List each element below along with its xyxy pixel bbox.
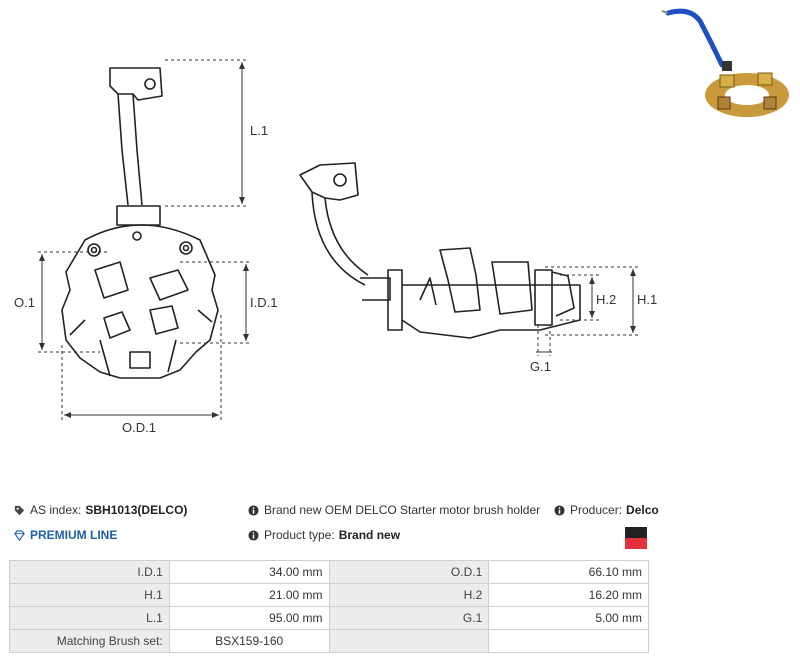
as-index: AS index: SBH1013(DELCO) bbox=[14, 503, 187, 517]
specs-table: I.D.1 34.00 mm O.D.1 66.10 mm H.1 21.00 … bbox=[9, 560, 649, 653]
spec-key: O.D.1 bbox=[328, 560, 490, 584]
producer-flag-icon bbox=[625, 527, 647, 549]
product-info: AS index: SBH1013(DELCO) PREMIUM LINE Br… bbox=[14, 503, 659, 553]
info-icon bbox=[248, 529, 259, 541]
table-row: Matching Brush set: BSX159-160 bbox=[9, 629, 649, 653]
spec-value: 66.10 mm bbox=[488, 560, 649, 584]
spec-value: 95.00 mm bbox=[168, 606, 330, 630]
label-o1: O.1 bbox=[14, 295, 35, 310]
spec-key: H.1 bbox=[9, 583, 170, 607]
side-view bbox=[299, 162, 581, 339]
technical-drawing: L.1 O.1 I.D.1 O.D.1 H.2 H.1 G.1 bbox=[14, 59, 657, 435]
spec-value: 16.20 mm bbox=[488, 583, 649, 607]
spec-value: 21.00 mm bbox=[168, 583, 330, 607]
product-type: Product type: Brand new bbox=[248, 528, 400, 542]
product-photo bbox=[660, 5, 795, 120]
spec-key-empty bbox=[328, 629, 490, 653]
as-index-label: AS index: bbox=[30, 503, 82, 517]
table-row: I.D.1 34.00 mm O.D.1 66.10 mm bbox=[9, 560, 649, 584]
as-index-value: SBH1013(DELCO) bbox=[85, 503, 188, 517]
label-h2: H.2 bbox=[596, 292, 616, 307]
producer: Producer: Delco bbox=[554, 503, 659, 517]
table-row: L.1 95.00 mm G.1 5.00 mm bbox=[9, 606, 649, 630]
spec-key: L.1 bbox=[9, 606, 170, 630]
table-row: H.1 21.00 mm H.2 16.20 mm bbox=[9, 583, 649, 607]
diamond-icon bbox=[14, 529, 25, 541]
info-icon bbox=[554, 504, 565, 516]
producer-label: Producer: bbox=[570, 503, 623, 517]
label-id1: I.D.1 bbox=[250, 295, 277, 310]
label-l1: L.1 bbox=[250, 123, 268, 138]
spec-key: G.1 bbox=[328, 606, 490, 630]
dimension-lines bbox=[38, 59, 640, 420]
label-od1: O.D.1 bbox=[122, 420, 156, 435]
drawing-svg: L.1 O.1 I.D.1 O.D.1 H.2 H.1 G.1 bbox=[14, 59, 657, 435]
premium-line-label: PREMIUM LINE bbox=[30, 528, 118, 542]
label-h1: H.1 bbox=[637, 292, 657, 307]
spec-value-empty bbox=[488, 629, 649, 653]
spec-value: 34.00 mm bbox=[168, 560, 330, 584]
front-holder-body bbox=[61, 224, 219, 379]
product-type-label: Product type: bbox=[264, 528, 335, 542]
spec-value: 5.00 mm bbox=[488, 606, 649, 630]
dimension-arrows bbox=[39, 62, 636, 418]
tag-icon bbox=[14, 505, 25, 515]
label-g1: G.1 bbox=[530, 359, 551, 374]
product-type-value: Brand new bbox=[338, 528, 401, 542]
description: Brand new OEM DELCO Starter motor brush … bbox=[248, 503, 540, 517]
description-text: Brand new OEM DELCO Starter motor brush … bbox=[264, 503, 541, 517]
matching-brush-set-value[interactable]: BSX159-160 bbox=[168, 629, 330, 653]
info-icon bbox=[248, 504, 259, 516]
spec-key: I.D.1 bbox=[9, 560, 170, 584]
spec-key: H.2 bbox=[328, 583, 490, 607]
front-terminal bbox=[109, 67, 163, 226]
matching-brush-set-label: Matching Brush set: bbox=[9, 629, 170, 653]
producer-value: Delco bbox=[626, 503, 659, 517]
premium-line: PREMIUM LINE bbox=[14, 528, 117, 542]
